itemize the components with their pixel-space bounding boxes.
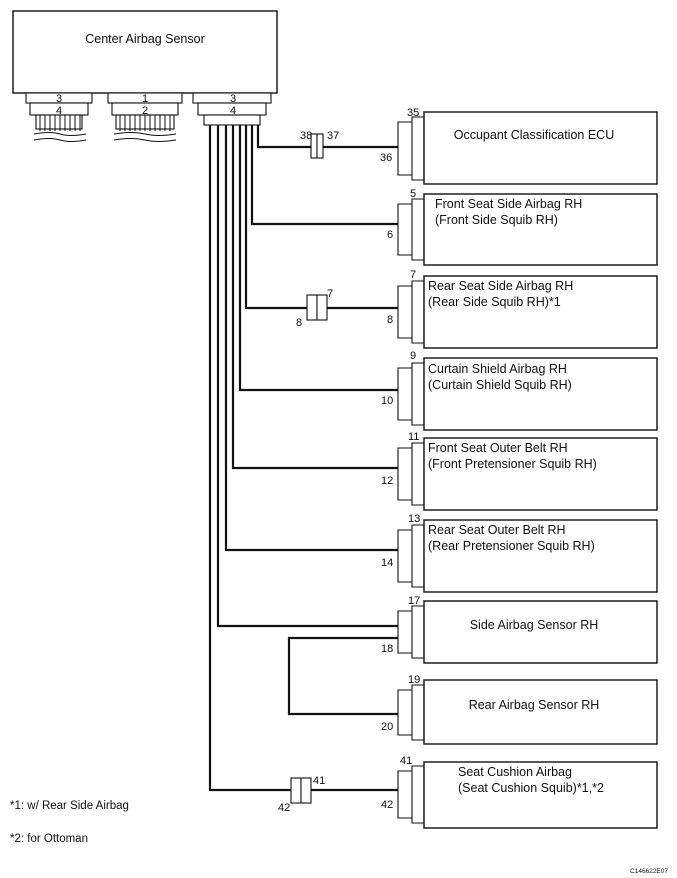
junction-42-41: 42 41 — [278, 775, 325, 814]
component-pin-top: 13 — [408, 513, 420, 525]
component-label-line2: (Front Pretensioner Squib RH) — [428, 457, 597, 471]
junction-38-37-right-pin: 37 — [327, 130, 339, 142]
component-pin-bottom: 6 — [387, 229, 393, 241]
component-label: Occupant Classification ECU — [454, 128, 614, 142]
wire-harness — [208, 125, 398, 792]
component-label-line1: Curtain Shield Airbag RH — [428, 362, 567, 376]
wire-sensor-link — [287, 636, 398, 716]
component-front-seat-outer-belt: 11 12 Front Seat Outer Belt RH (Front Pr… — [381, 431, 658, 511]
component-pin-top: 5 — [410, 188, 416, 200]
component-pin-bottom: 8 — [387, 314, 393, 326]
component-pin-top: 17 — [408, 595, 420, 607]
footnote-1: *1: w/ Rear Side Airbag — [10, 800, 129, 812]
wire-side-sensor — [216, 125, 398, 628]
junction-8-7-right-pin: 7 — [327, 288, 333, 300]
wire-rear-seat-side-1 — [244, 125, 307, 310]
component-label: Side Airbag Sensor RH — [470, 618, 599, 632]
component-label-line1: Front Seat Side Airbag RH — [435, 197, 582, 211]
component-label-line2: (Front Side Squib RH) — [435, 213, 558, 227]
wire-front-seat-side — [250, 125, 398, 226]
component-pin-top: 41 — [400, 755, 412, 767]
wire-front-belt — [231, 125, 398, 470]
component-label-line2: (Seat Cushion Squib)*1,*2 — [458, 781, 604, 795]
sensor-connector-middle: 1 2 — [107, 92, 183, 142]
component-label-line1: Rear Seat Side Airbag RH — [428, 279, 573, 293]
component-pin-bottom: 14 — [381, 557, 393, 569]
component-label-line2: (Rear Pretensioner Squib RH) — [428, 539, 595, 553]
sensor-connector-right: 3 4 — [192, 92, 272, 126]
footnote-2: *2: for Ottoman — [10, 833, 88, 845]
component-rear-airbag-sensor: 19 20 Rear Airbag Sensor RH — [381, 674, 658, 745]
component-front-seat-side-airbag: 5 6 Front Seat Side Airbag RH (Front Sid… — [387, 188, 658, 266]
sensor-connector-left: 3 4 — [25, 92, 93, 142]
sensor-connector-right-bottom-pin: 4 — [230, 105, 236, 117]
junction-38-37-left-pin: 38 — [300, 130, 312, 142]
center-airbag-sensor-title: Center Airbag Sensor — [85, 32, 205, 46]
sensor-connector-middle-bottom-pin: 2 — [142, 105, 148, 117]
component-pin-bottom: 18 — [381, 643, 393, 655]
junction-38-37: 38 37 — [300, 130, 339, 159]
component-seat-cushion-airbag: 41 42 Seat Cushion Airbag (Seat Cushion … — [381, 755, 658, 829]
component-curtain-shield-airbag: 9 10 Curtain Shield Airbag RH (Curtain S… — [381, 350, 658, 431]
component-label-line1: Seat Cushion Airbag — [458, 765, 572, 779]
wire-curtain-shield — [238, 125, 398, 392]
component-pin-bottom: 20 — [381, 721, 393, 733]
wire-seat-cushion-1 — [208, 125, 291, 792]
component-pin-bottom: 10 — [381, 395, 393, 407]
junction-42-41-right-pin: 41 — [313, 775, 325, 787]
junction-8-7: 8 7 — [296, 288, 333, 329]
component-label-line2: (Curtain Shield Squib RH) — [428, 378, 572, 392]
component-pin-bottom: 12 — [381, 475, 393, 487]
component-label: Rear Airbag Sensor RH — [469, 698, 600, 712]
sensor-connector-left-bottom-pin: 4 — [56, 105, 62, 117]
component-pin-top: 35 — [407, 107, 419, 119]
component-pin-bottom: 42 — [381, 799, 393, 811]
component-side-airbag-sensor: 17 18 Side Airbag Sensor RH — [381, 595, 658, 664]
junction-42-41-left-pin: 42 — [278, 802, 290, 814]
sensor-connector-left-top-pin: 3 — [56, 93, 62, 105]
component-pin-top: 7 — [410, 269, 416, 281]
component-label-line2: (Rear Side Squib RH)*1 — [428, 295, 561, 309]
component-pin-bottom: 36 — [380, 152, 392, 164]
component-occupant-classification-ecu: 35 36 Occupant Classification ECU — [380, 107, 658, 185]
component-label-line1: Rear Seat Outer Belt RH — [428, 523, 566, 537]
wire-rear-belt — [224, 125, 398, 552]
component-pin-top: 11 — [408, 431, 419, 443]
component-pin-top: 19 — [408, 674, 420, 686]
component-label-line1: Front Seat Outer Belt RH — [428, 441, 568, 455]
sensor-connector-right-top-pin: 3 — [230, 93, 236, 105]
junction-8-7-left-pin: 8 — [296, 317, 302, 329]
sensor-connector-middle-top-pin: 1 — [142, 93, 148, 105]
component-pin-top: 9 — [410, 350, 416, 362]
component-rear-seat-side-airbag: 7 8 Rear Seat Side Airbag RH (Rear Side … — [387, 269, 658, 349]
center-airbag-sensor: Center Airbag Sensor — [12, 10, 278, 94]
figure-code: C146622E07 — [630, 868, 668, 875]
wire-occupant-ecu-1 — [256, 125, 311, 149]
center-airbag-sensor-box — [12, 10, 278, 94]
component-rear-seat-outer-belt: 13 14 Rear Seat Outer Belt RH (Rear Pret… — [381, 513, 658, 593]
